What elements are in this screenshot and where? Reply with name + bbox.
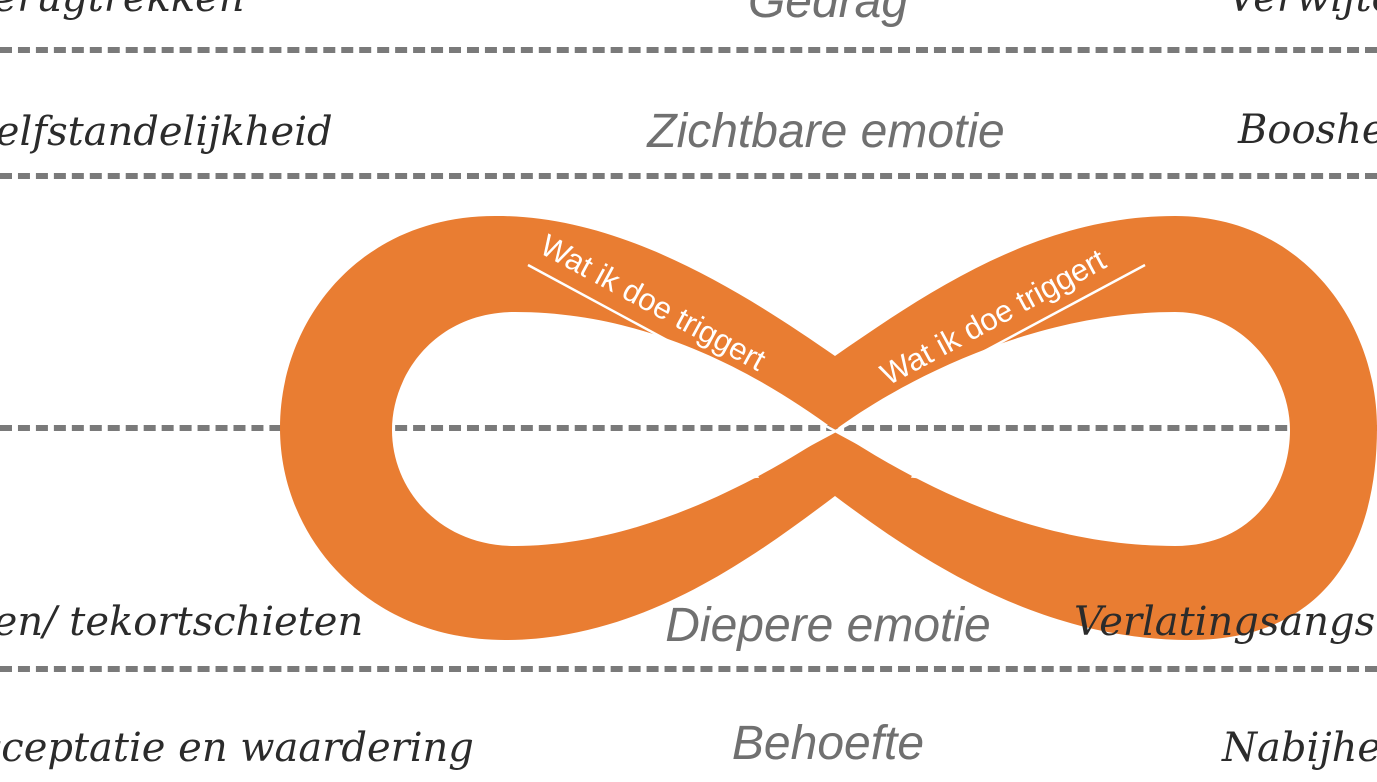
trigger-arrow-right-to-left bbox=[746, 263, 1146, 480]
category-deeper-emotion: Diepere emotie bbox=[665, 599, 991, 652]
category-behavior: Gedrag bbox=[747, 0, 909, 28]
divider-line-4 bbox=[0, 666, 1377, 672]
divider-line-2 bbox=[0, 173, 1377, 179]
trigger-arrow-left-to-right bbox=[527, 263, 924, 480]
need-left-text: Acceptatie en waardering bbox=[0, 725, 474, 771]
category-visible-emotion: Zichtbare emotie bbox=[647, 105, 1005, 158]
visible-emotion-right-text: Boosheid bbox=[1238, 107, 1377, 153]
deeper-emotion-right-text: Verlatingsangst bbox=[1074, 599, 1377, 645]
divider-line-1 bbox=[0, 47, 1377, 53]
behavior-right-text: Verwijten bbox=[1228, 0, 1377, 18]
infinity-loop-shape bbox=[280, 215, 1377, 640]
visible-emotion-left-text: Zelfstandelijkheid bbox=[0, 109, 333, 155]
category-need: Behoefte bbox=[731, 717, 925, 770]
behavior-left-text: Terugtrekken bbox=[0, 0, 245, 18]
deeper-emotion-left-text: Falen/ tekortschieten bbox=[0, 599, 364, 645]
need-right-text: Nabijheid bbox=[1222, 725, 1377, 771]
divider-line-3 bbox=[0, 425, 1377, 431]
